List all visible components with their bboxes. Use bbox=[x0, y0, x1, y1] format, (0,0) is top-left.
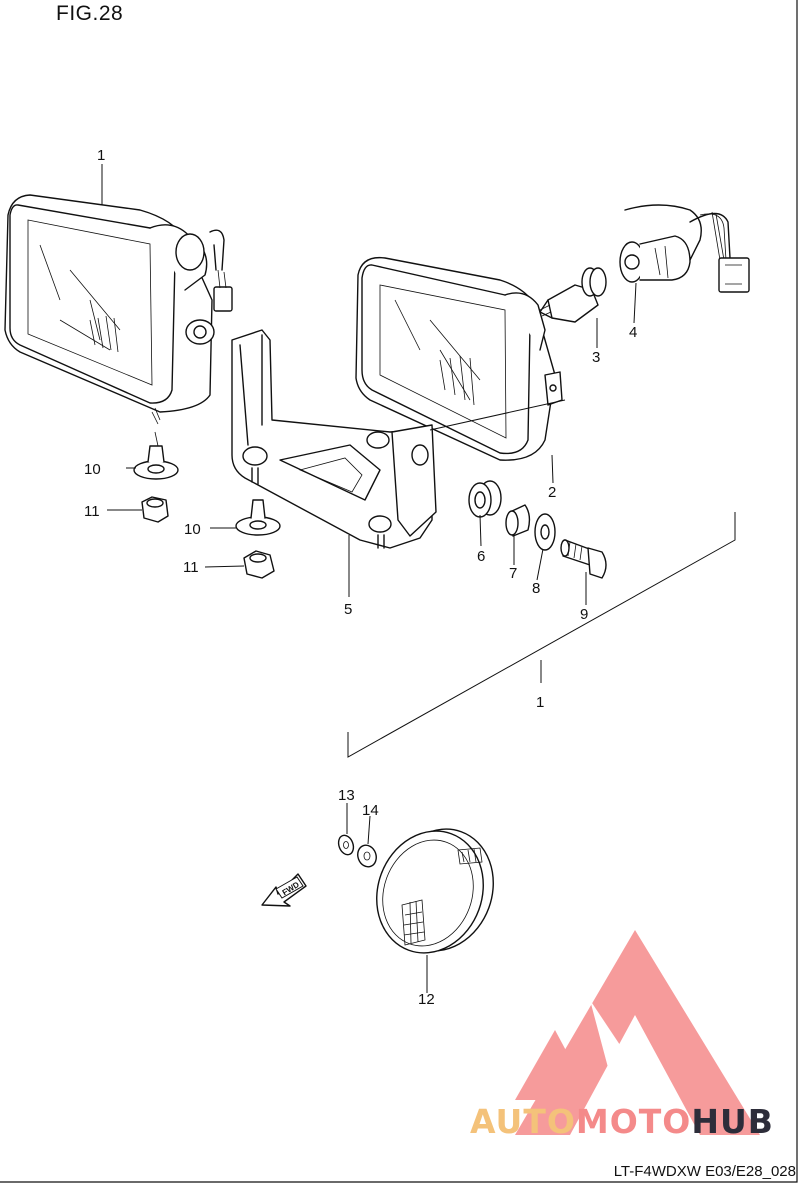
callout-11-upper: 11 bbox=[84, 503, 100, 520]
nut-11-lower bbox=[243, 550, 275, 579]
callout-10-lower: 10 bbox=[184, 521, 201, 538]
watermark-text: AUTOMOTOHUB bbox=[470, 1102, 774, 1141]
callout-3: 3 bbox=[592, 349, 600, 366]
callout-labels: 1 1 2 3 4 5 6 7 8 9 10 10 11 11 12 13 14 bbox=[84, 147, 637, 1008]
callout-12: 12 bbox=[418, 991, 435, 1008]
drawing-code: LT-F4WDXW E03/E28_028 bbox=[613, 1163, 796, 1180]
washer-13 bbox=[337, 834, 355, 856]
watermark-hub: HUB bbox=[691, 1102, 774, 1141]
mounting-bracket bbox=[231, 329, 437, 549]
washer-10-lower bbox=[235, 499, 281, 536]
figure-title: FIG.28 bbox=[56, 2, 124, 25]
callout-8: 8 bbox=[532, 580, 540, 597]
callout-9: 9 bbox=[580, 606, 588, 623]
watermark-auto: AUTO bbox=[470, 1102, 576, 1141]
left-headlight bbox=[4, 194, 233, 425]
callout-6: 6 bbox=[477, 548, 485, 565]
washer-14 bbox=[357, 844, 377, 868]
grommet bbox=[468, 480, 502, 518]
washer-10-upper bbox=[133, 431, 179, 480]
fwd-arrow: FWD bbox=[261, 873, 307, 907]
callout-10-upper: 10 bbox=[84, 461, 101, 478]
nut-11-upper bbox=[141, 496, 169, 523]
callout-11-lower: 11 bbox=[183, 559, 199, 576]
callout-5: 5 bbox=[344, 601, 352, 618]
callout-1-top: 1 bbox=[97, 147, 105, 164]
right-headlight bbox=[355, 256, 563, 461]
callout-7: 7 bbox=[509, 565, 517, 582]
leader-lines bbox=[101, 164, 736, 993]
washer-8 bbox=[534, 513, 556, 551]
watermark-logo bbox=[515, 930, 760, 1135]
callout-1-assembly: 1 bbox=[536, 694, 544, 711]
round-lamp bbox=[376, 828, 494, 954]
watermark-moto: MOTO bbox=[575, 1102, 692, 1141]
callout-14: 14 bbox=[362, 802, 379, 819]
bolt bbox=[560, 539, 607, 579]
callout-2: 2 bbox=[548, 484, 556, 501]
callout-13: 13 bbox=[338, 787, 355, 804]
callout-4: 4 bbox=[629, 324, 637, 341]
socket-harness bbox=[619, 204, 750, 293]
bulb bbox=[539, 267, 607, 323]
collar bbox=[505, 504, 531, 537]
